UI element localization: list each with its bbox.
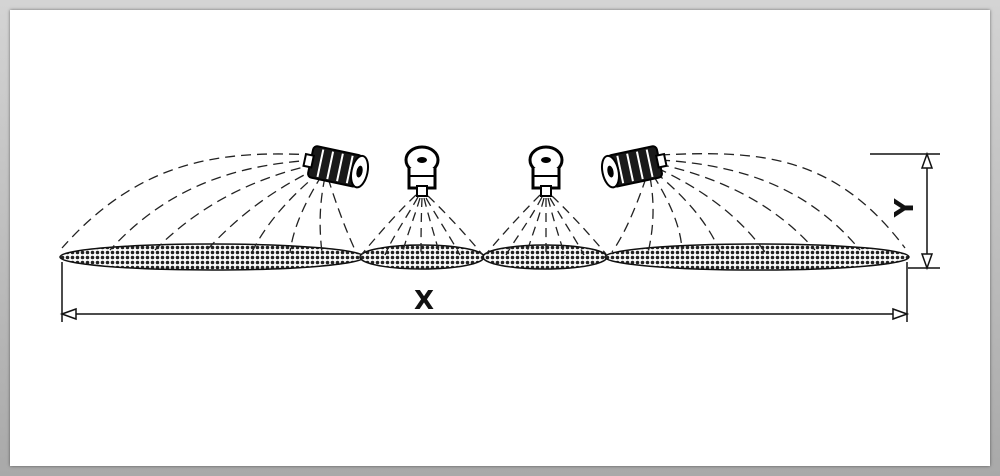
side-spray-nozzle-icon <box>302 145 370 189</box>
y-dimension-line <box>870 151 940 271</box>
left-spray-fan <box>61 153 357 254</box>
diagram-panel: X Y <box>10 10 990 466</box>
center-spray-nozzle-icon <box>528 145 564 197</box>
right-spray-fan <box>611 153 906 254</box>
center-right-spray-fan <box>485 194 607 257</box>
ground-spray-band <box>59 243 910 271</box>
x-dimension-line <box>59 262 910 322</box>
y-dimension-label: Y <box>890 197 920 218</box>
center-spray-nozzle-icon <box>404 145 440 197</box>
x-dimension-label: X <box>414 286 434 316</box>
center-left-spray-fan <box>361 194 483 257</box>
spray-pattern-diagram: X Y <box>59 145 940 322</box>
side-spray-nozzle-icon <box>600 145 668 189</box>
